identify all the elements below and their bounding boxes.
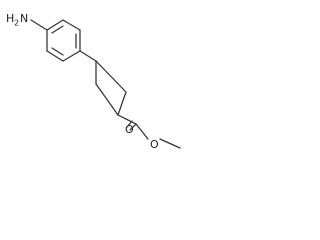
carbonyl-oxygen-label: O [125,123,134,136]
bond-carbonyl-ester-oxygen [135,123,149,140]
atom-labels: H 2 N O O [6,12,159,151]
bond-ring-4 [62,50,81,62]
bond-cyclobutane-2 [95,83,119,116]
bond-ring-double-1 [51,25,64,34]
bond-carbonyl-1 [129,123,137,131]
bond-ring-1 [46,19,64,31]
ester-oxygen-label: O [150,138,159,151]
bond-nitrogen-ring [30,19,48,31]
bond-carbonyl-2 [126,120,133,128]
bond-lines [30,19,181,149]
bond-ring-cyclobutane [79,50,97,62]
bond-ring-double-3 [51,47,64,56]
amine-nitrogen-label: N [20,12,28,25]
bond-ester-methyl [159,138,181,149]
chemical-structure-diagram: H 2 N O O [6,12,181,151]
chemical-structure-canvas: H 2 N O O [0,0,192,173]
bond-cyclobutane-carbonyl [117,114,137,125]
bond-ring-2 [62,19,81,31]
bond-cyclobutane-4 [95,60,127,93]
bond-cyclobutane-3 [117,91,127,116]
amine-hydrogen-count: 2 [14,19,19,28]
bond-ring-5 [46,50,64,62]
amine-hydrogen-label: H [6,12,14,25]
